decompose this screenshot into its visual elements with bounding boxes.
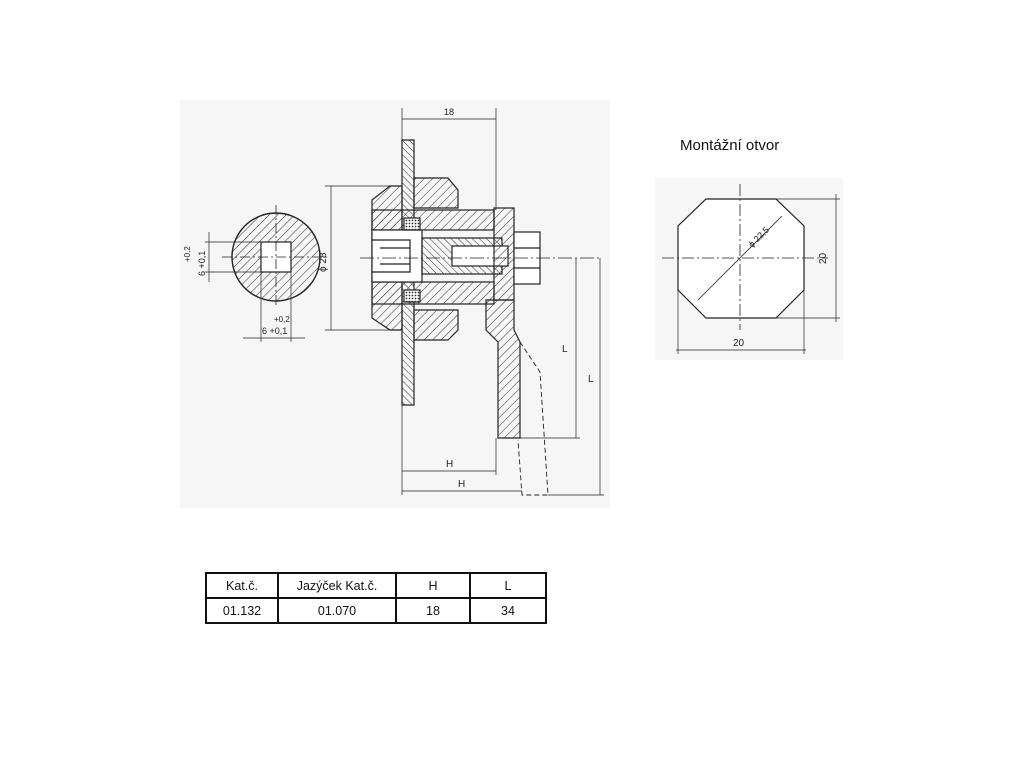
dim-depth-H1: H — [446, 459, 453, 470]
key-tol-side: 6 +0,1 — [197, 251, 207, 276]
cell-jazycek: 01.070 — [277, 597, 397, 624]
dim-top-width: 18 — [444, 107, 454, 117]
col-kat: Kat.č. — [205, 572, 279, 599]
dim-lever-L1: L — [562, 344, 568, 355]
cell-kat: 01.132 — [205, 597, 279, 624]
dim-diameter: ϕ 28 — [318, 252, 329, 272]
table-row: 01.132 01.070 18 34 — [205, 597, 547, 624]
hole-height: 20 — [818, 252, 829, 264]
cell-h: 18 — [395, 597, 471, 624]
dim-lever-L2: L — [588, 374, 594, 385]
col-h: H — [395, 572, 471, 599]
col-jazycek: Jazýček Kat.č. — [277, 572, 397, 599]
key-tol-bottom: 6 +0,1 — [262, 326, 287, 336]
key-shape-section — [205, 205, 330, 342]
key-tol-upper: +0,2 — [183, 246, 192, 262]
assembly-dimensions — [325, 108, 604, 496]
key-tol-upper-bottom: +0,2 — [274, 315, 290, 324]
mounting-hole — [662, 184, 840, 354]
lock-assembly — [360, 139, 600, 496]
cell-l: 34 — [469, 597, 547, 624]
dim-depth-H2: H — [458, 479, 465, 490]
spec-table: Kat.č. Jazýček Kat.č. H L 01.132 01.070 … — [205, 572, 547, 624]
col-l: L — [469, 572, 547, 599]
hole-width: 20 — [733, 338, 745, 349]
mounting-hole-title: Montážní otvor — [680, 137, 780, 154]
table-header-row: Kat.č. Jazýček Kat.č. H L — [205, 572, 547, 599]
